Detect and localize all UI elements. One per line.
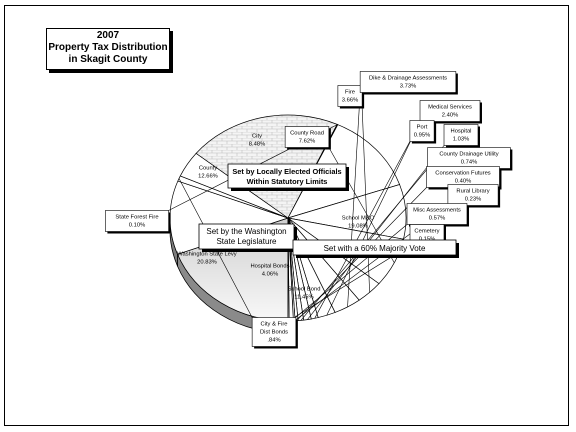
label-box-county-road	[284, 126, 330, 148]
label-misc-assessments: Misc Assessments 0.57%	[413, 208, 461, 222]
label-conservation-futures: Conservation Futures 0.40%	[435, 171, 491, 185]
annotation-1-box	[227, 163, 347, 189]
title-line-3: in Skagit County	[68, 54, 148, 65]
leader-port	[314, 141, 411, 319]
label-text-hospital-bonds: Hospital Bonds	[251, 264, 290, 270]
label-cemetery: Cemetery 0.15%	[414, 229, 439, 243]
label-rural-library: Rural Library 0.23%	[456, 189, 489, 203]
label-box-rural-library	[447, 184, 499, 206]
label-city: City 8.48%	[249, 134, 265, 148]
label-text-county: County	[199, 166, 217, 172]
label-port: Port 0.95%	[414, 125, 430, 139]
label-text-misc-assessments: Misc Assessments	[413, 208, 461, 214]
label-text-fire: Fire	[345, 90, 355, 96]
label-county-drainage-utility: County Drainage Utility 0.74%	[439, 152, 498, 166]
label-state-forest-fire: State Forest Fire 0.10%	[115, 215, 158, 229]
value-rural-library: 0.23%	[465, 197, 481, 203]
value-washington-state-levy: 20.83%	[197, 260, 217, 266]
label-box-dike-drainage-assessments	[359, 71, 457, 93]
label-box-fire	[337, 85, 363, 107]
value-cemetery: 0.15%	[419, 237, 435, 243]
chart-title: 2007 Property Tax Distribution in Skagit…	[46, 28, 170, 70]
label-county: County 12.66%	[198, 166, 218, 180]
value-school-bond: 11.45%	[294, 295, 313, 301]
title-line-1: 2007	[96, 30, 120, 41]
value-misc-assessments: 0.57%	[429, 216, 445, 222]
label-text-county-drainage-utility: County Drainage Utility	[439, 152, 498, 158]
chart-frame	[4, 5, 569, 426]
label-text-school-bond: School Bond	[288, 287, 321, 293]
annotation-3-box	[292, 239, 457, 256]
label-text-conservation-futures: Conservation Futures	[435, 171, 491, 177]
label-school-bond: School Bond 11.45%	[288, 287, 321, 301]
leader-hospital	[307, 145, 445, 320]
leader-medical-services	[326, 121, 421, 316]
label-school-m-o: School M&O 19.08%	[342, 216, 375, 230]
label-text-dike-drainage-assessments: Dike & Drainage Assessments	[369, 76, 447, 82]
value-city: 8.48%	[249, 142, 265, 148]
value-port: 0.95%	[414, 133, 430, 139]
label-box-medical-services	[419, 100, 481, 122]
label-text-washington-state-levy: Washington State Levy	[177, 252, 236, 258]
value-city-fire-dist-bonds: .84%	[267, 338, 280, 344]
label-medical-services: Medical Services 2.40%	[428, 105, 472, 119]
label-text-medical-services: Medical Services	[428, 105, 472, 111]
annotation-2-line-1: Set by the Washington	[206, 227, 286, 236]
annotation-1-line-2: Within Statutory Limits	[247, 177, 328, 186]
value-hospital-bonds: 4.06%	[262, 272, 278, 278]
leader-cemetery	[288, 245, 411, 322]
value-dike-drainage-assessments: 3.73%	[400, 84, 416, 90]
label-text-state-forest-fire: State Forest Fire	[115, 215, 158, 221]
label-text-city-fire-dist-bonds: City & Fire	[260, 322, 287, 328]
label-box-hospital	[443, 124, 479, 146]
value-state-forest-fire: 0.10%	[129, 223, 145, 229]
value-county-drainage-utility: 0.74%	[461, 160, 477, 166]
title-line-2: Property Tax Distribution	[48, 42, 168, 53]
label-text-school-m-o: School M&O	[342, 216, 375, 222]
annotation-3: Set with a 60% Majority Vote	[324, 244, 426, 253]
label-text-rural-library: Rural Library	[456, 189, 489, 195]
label-dike-drainage-assessments: Dike & Drainage Assessments 3.73%	[369, 76, 447, 90]
value-county-road: 7.62%	[299, 139, 315, 145]
annotation-3-line-1: Set with a 60% Majority Vote	[324, 244, 426, 253]
label-county-road: County Road 7.62%	[290, 131, 324, 145]
label-fire: Fire 3.66%	[342, 90, 358, 104]
label-text-county-road: County Road	[290, 131, 324, 137]
label-text-cemetery: Cemetery	[414, 229, 439, 235]
leader-fire	[361, 106, 370, 293]
annotation-2-box	[198, 223, 295, 250]
label-text-city: City	[252, 134, 262, 140]
label-washington-state-levy: Washington State Levy 20.83%	[177, 252, 236, 266]
label-hospital-bonds: Hospital Bonds 4.06%	[251, 264, 290, 278]
leader-dike-drainage-assessments	[347, 92, 361, 307]
value-medical-services: 2.40%	[442, 113, 458, 119]
annotation-2-line-2: State Legislature	[216, 237, 277, 246]
label-box-port	[409, 120, 435, 142]
value-hospital: 1.03%	[453, 137, 469, 143]
value-conservation-futures: 0.40%	[455, 179, 471, 185]
label-text-city-fire-dist-bonds: Dist Bonds	[260, 330, 288, 336]
annotation-1-line-1: Set by Locally Elected Officials	[232, 167, 341, 176]
label-box-state-forest-fire	[105, 210, 169, 232]
label-text-port: Port	[417, 125, 428, 131]
label-hospital: Hospital 1.03%	[451, 129, 472, 143]
value-school-m-o: 19.08%	[348, 224, 368, 230]
label-box-city-fire-dist-bonds	[251, 317, 297, 347]
value-fire: 3.66%	[342, 98, 358, 104]
value-county: 12.66%	[198, 174, 218, 180]
label-text-hospital: Hospital	[451, 129, 472, 135]
